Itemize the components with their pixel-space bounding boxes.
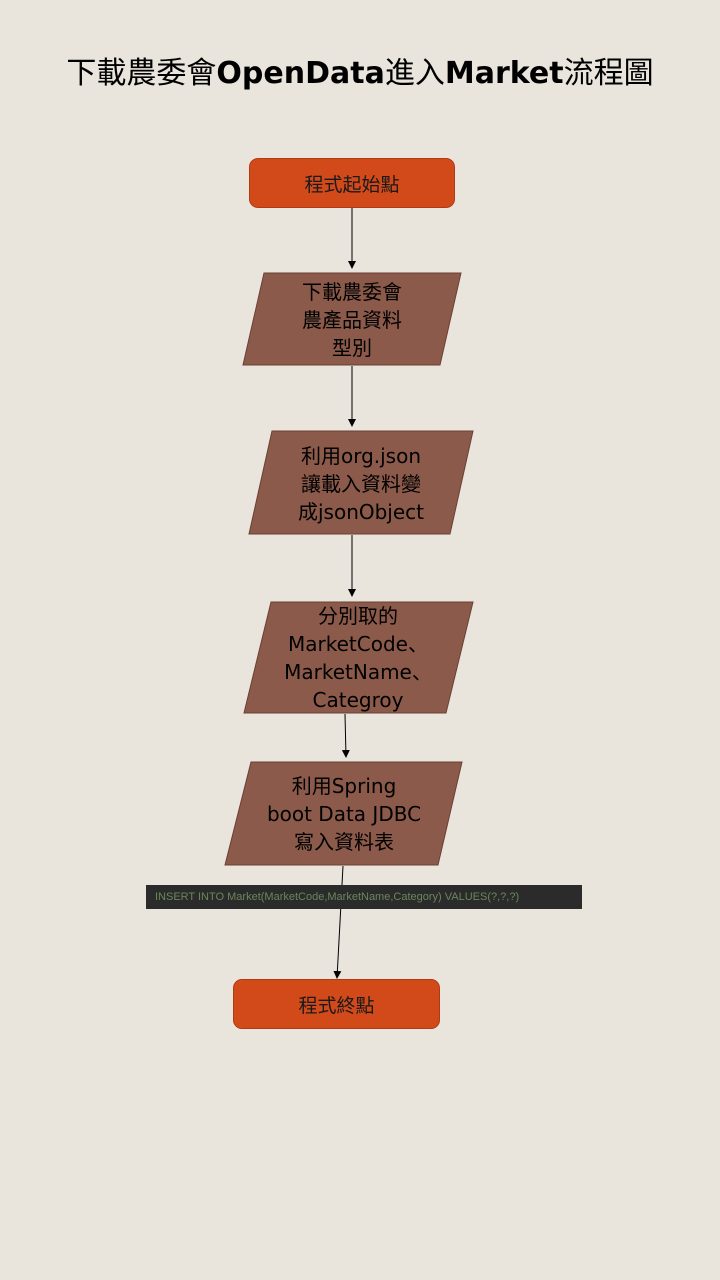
arrow-step3-to-step4 — [341, 713, 350, 758]
step4-line-3: 寫入資料表 — [294, 830, 394, 854]
start-terminal: 程式起始點 — [249, 158, 455, 208]
step3-line-1: 分別取的 — [318, 604, 398, 628]
step1-line-3: 型別 — [332, 336, 372, 360]
step2-line-1: 利用org.json — [300, 444, 422, 468]
process-shape-step1 — [242, 272, 462, 366]
step3-line-4: Categroy — [312, 688, 404, 712]
arrow-step4-to-end — [333, 865, 344, 979]
step2-line-2: 讓載入資料變 — [301, 472, 421, 496]
end-label: 程式終點 — [298, 994, 375, 1017]
process-step4: 利用Spring boot Data JDBC 寫入資料表 — [244, 770, 444, 858]
process-shape-step4 — [224, 761, 463, 866]
start-label: 程式起始點 — [304, 173, 400, 196]
step2-line-3: 成jsonObject — [297, 500, 425, 524]
process-step3: 分別取的 MarketCode、 MarketName、 Categroy — [258, 601, 458, 715]
end-terminal: 程式終點 — [233, 979, 440, 1029]
sql-code-snippet: INSERT INTO Market(MarketCode,MarketName… — [146, 885, 582, 909]
page-title: 下載農委會OpenData進入Market流程圖 — [66, 56, 654, 92]
process-shape-step3 — [243, 601, 474, 714]
process-step1: 下載農委會 農產品資料 型別 — [252, 276, 452, 364]
step3-line-2: MarketCode、 — [288, 632, 428, 656]
process-shape-step2 — [248, 430, 474, 535]
step4-line-1: 利用Spring — [291, 774, 397, 798]
step3-line-3: MarketName、 — [284, 660, 432, 684]
process-step2: 利用org.json 讓載入資料變 成jsonObject — [260, 440, 462, 528]
step1-line-1: 下載農委會 — [302, 280, 402, 304]
step1-line-2: 農產品資料 — [302, 308, 402, 332]
step4-line-2: boot Data JDBC — [266, 802, 422, 826]
